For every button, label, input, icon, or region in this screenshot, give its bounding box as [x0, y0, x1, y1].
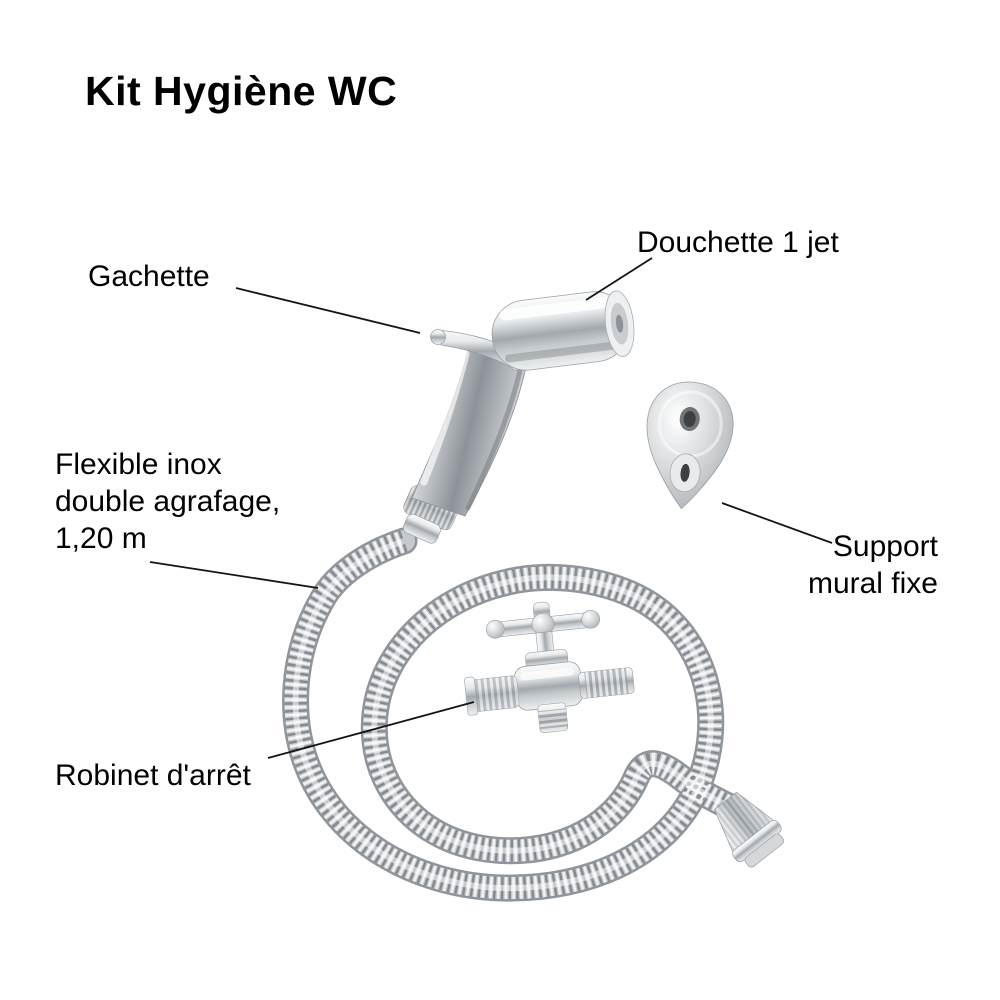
- label-shutoff-valve: Robinet d'arrêt: [55, 759, 251, 792]
- callout-lines: [149, 257, 833, 759]
- callout-line-robinet: [267, 701, 475, 759]
- callout-line-flexible: [149, 561, 319, 589]
- label-sprayer: Douchette 1 jet: [637, 226, 839, 259]
- sprayer-head: [491, 290, 635, 371]
- sprayer: [402, 290, 635, 544]
- callout-line-douchette: [585, 257, 653, 301]
- page-title: Kit Hygiène WC: [85, 68, 398, 114]
- shutoff-valve: [464, 601, 635, 734]
- flexible-hose-coil: [296, 541, 728, 888]
- wall-mount: [646, 381, 734, 510]
- callout-line-gachette: [235, 287, 421, 334]
- hose-end-fitting: [714, 791, 785, 868]
- label-trigger: Gachette: [88, 260, 210, 293]
- label-wall-mount: Support mural fixe: [807, 530, 938, 601]
- callout-line-support: [721, 502, 833, 544]
- sprayer-handle: [411, 341, 528, 517]
- label-flexible-hose: Flexible inox double agrafage, 1,20 m: [55, 448, 281, 556]
